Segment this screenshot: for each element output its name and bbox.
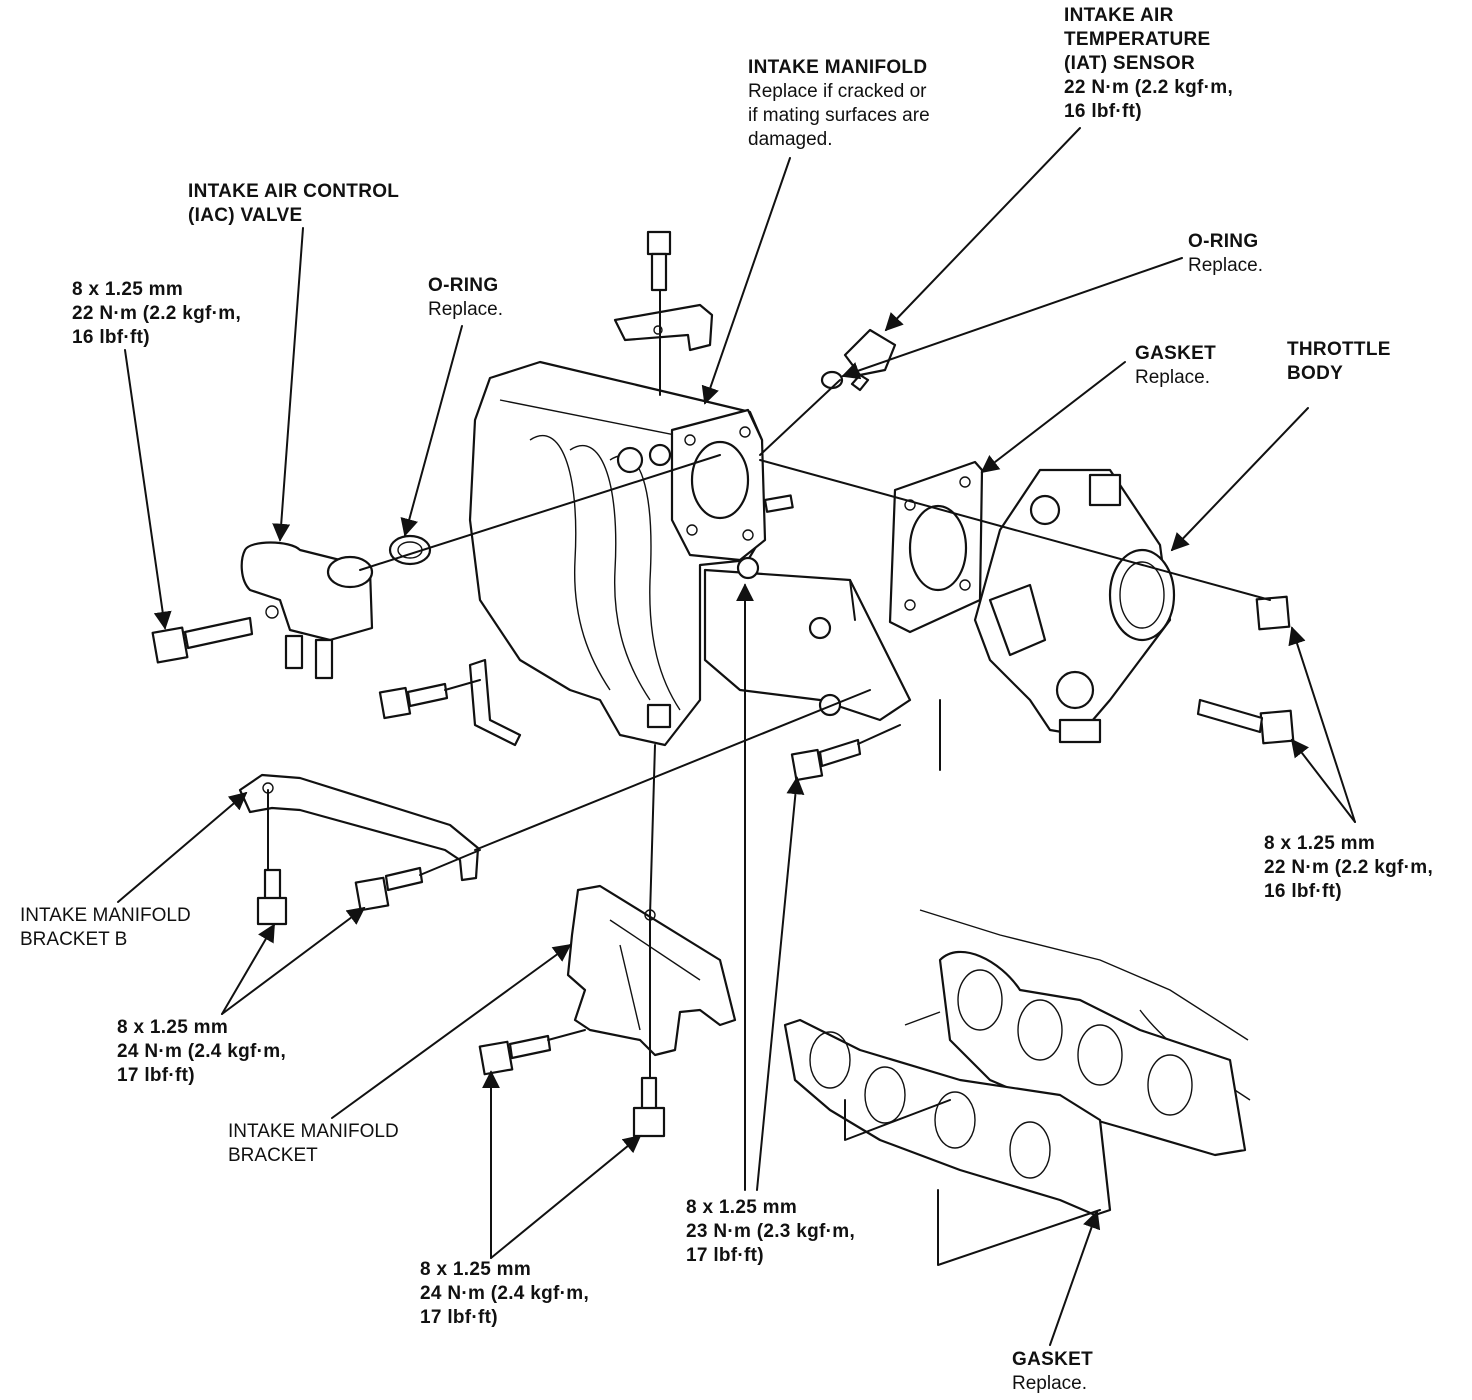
intake-manifold-note-3: damaged. — [748, 129, 833, 150]
manifold-nuts-torque-2: 17 lbf·ft) — [686, 1245, 764, 1266]
bracket-part — [478, 884, 737, 1138]
throttle-bolts-size: 8 x 1.25 mm — [1264, 833, 1376, 854]
throttle-bolts-torque-1: 22 N·m (2.2 kgf·m, — [1264, 857, 1434, 878]
bracket-bolts-spec-label: 8 x 1.25 mm 24 N·m (2.4 kgf·m, 17 lbf·ft… — [420, 1258, 589, 1330]
iat-sensor-title-2: TEMPERATURE — [1064, 29, 1211, 50]
iat-sensor-torque-1: 22 N·m (2.2 kgf·m, — [1064, 77, 1234, 98]
intake-manifold-title: INTAKE MANIFOLD — [748, 57, 928, 78]
oring-right-label: O-RING Replace. — [1188, 230, 1263, 278]
bracket-b-bolts-spec-label: 8 x 1.25 mm 24 N·m (2.4 kgf·m, 17 lbf·ft… — [117, 1016, 286, 1088]
iac-bolt-torque-1: 22 N·m (2.2 kgf·m, — [72, 303, 242, 324]
iat-sensor-title-3: (IAT) SENSOR — [1064, 53, 1195, 74]
bracket-bolts-size: 8 x 1.25 mm — [420, 1259, 532, 1280]
iac-valve-title-2: (IAC) VALVE — [188, 205, 303, 226]
intake-manifold-part — [468, 360, 912, 747]
gasket-throttle-title: GASKET — [1135, 343, 1216, 364]
oring-right-note: Replace. — [1188, 255, 1263, 276]
leader-arrows — [117, 127, 1356, 1346]
intake-manifold-note-1: Replace if cracked or — [748, 81, 927, 102]
head-gasket-part — [783, 1018, 1112, 1217]
gasket-throttle-note: Replace. — [1135, 367, 1210, 388]
throttle-bolts-part — [1196, 595, 1295, 745]
bracket-bolts-torque-2: 17 lbf·ft) — [420, 1307, 498, 1328]
flange-bolt-part — [790, 738, 862, 782]
bracket-b-bolts-torque-1: 24 N·m (2.4 kgf·m, — [117, 1041, 287, 1062]
small-bracket-part — [378, 658, 522, 747]
iat-sensor-title-1: INTAKE AIR — [1064, 5, 1174, 26]
oring-left-title: O-RING — [428, 275, 499, 296]
throttle-body-title-2: BODY — [1287, 363, 1344, 384]
iat-sensor-torque-2: 16 lbf·ft) — [1064, 101, 1142, 122]
iat-sensor-label: INTAKE AIR TEMPERATURE (IAT) SENSOR 22 N… — [1064, 4, 1233, 124]
intake-manifold-label: INTAKE MANIFOLD Replace if cracked or if… — [748, 56, 930, 152]
assembly-lines — [267, 289, 1271, 1266]
iac-bolt-size: 8 x 1.25 mm — [72, 279, 184, 300]
iac-bolt-part — [151, 616, 254, 664]
bracket-title-2: BRACKET — [228, 1145, 318, 1166]
bracket-b-bolts-torque-2: 17 lbf·ft) — [117, 1065, 195, 1086]
bracket-b-title-1: INTAKE MANIFOLD — [20, 905, 191, 926]
iac-valve-title-1: INTAKE AIR CONTROL — [188, 181, 400, 202]
throttle-gasket-part — [888, 460, 984, 634]
bracket-b-bolts-size: 8 x 1.25 mm — [117, 1017, 229, 1038]
oring-left-label: O-RING Replace. — [428, 274, 503, 322]
iac-valve-label: INTAKE AIR CONTROL (IAC) VALVE — [188, 180, 399, 228]
bracket-b-label: INTAKE MANIFOLD BRACKET B — [20, 904, 191, 952]
gasket-head-title: GASKET — [1012, 1349, 1093, 1370]
iac-valve-part — [240, 541, 374, 680]
manifold-nuts-spec-label: 8 x 1.25 mm 23 N·m (2.3 kgf·m, 17 lbf·ft… — [686, 1196, 855, 1268]
gasket-throttle-label: GASKET Replace. — [1135, 342, 1216, 390]
bracket-title-1: INTAKE MANIFOLD — [228, 1121, 399, 1142]
iac-bolt-spec-label: 8 x 1.25 mm 22 N·m (2.2 kgf·m, 16 lbf·ft… — [72, 278, 241, 350]
cylinder-head-part — [904, 909, 1251, 1157]
throttle-body-title-1: THROTTLE — [1287, 339, 1391, 360]
manifold-nuts-size: 8 x 1.25 mm — [686, 1197, 798, 1218]
throttle-bolts-torque-2: 16 lbf·ft) — [1264, 881, 1342, 902]
oring-left-note: Replace. — [428, 299, 503, 320]
top-bracket-part — [613, 230, 714, 352]
throttle-body-label: THROTTLE BODY — [1287, 338, 1391, 386]
manifold-nuts-torque-1: 23 N·m (2.3 kgf·m, — [686, 1221, 856, 1242]
intake-manifold-note-2: if mating surfaces are — [748, 105, 930, 126]
throttle-body-part — [973, 468, 1176, 744]
bracket-label: INTAKE MANIFOLD BRACKET — [228, 1120, 399, 1168]
bracket-bolts-torque-1: 24 N·m (2.4 kgf·m, — [420, 1283, 590, 1304]
bracket-b-part — [238, 773, 480, 926]
gasket-head-label: GASKET Replace. — [1012, 1348, 1093, 1396]
gasket-head-note: Replace. — [1012, 1373, 1087, 1394]
iac-bolt-torque-2: 16 lbf·ft) — [72, 327, 150, 348]
oring-right-title: O-RING — [1188, 231, 1259, 252]
throttle-bolts-spec-label: 8 x 1.25 mm 22 N·m (2.2 kgf·m, 16 lbf·ft… — [1264, 832, 1433, 904]
bracket-b-title-2: BRACKET B — [20, 929, 128, 950]
